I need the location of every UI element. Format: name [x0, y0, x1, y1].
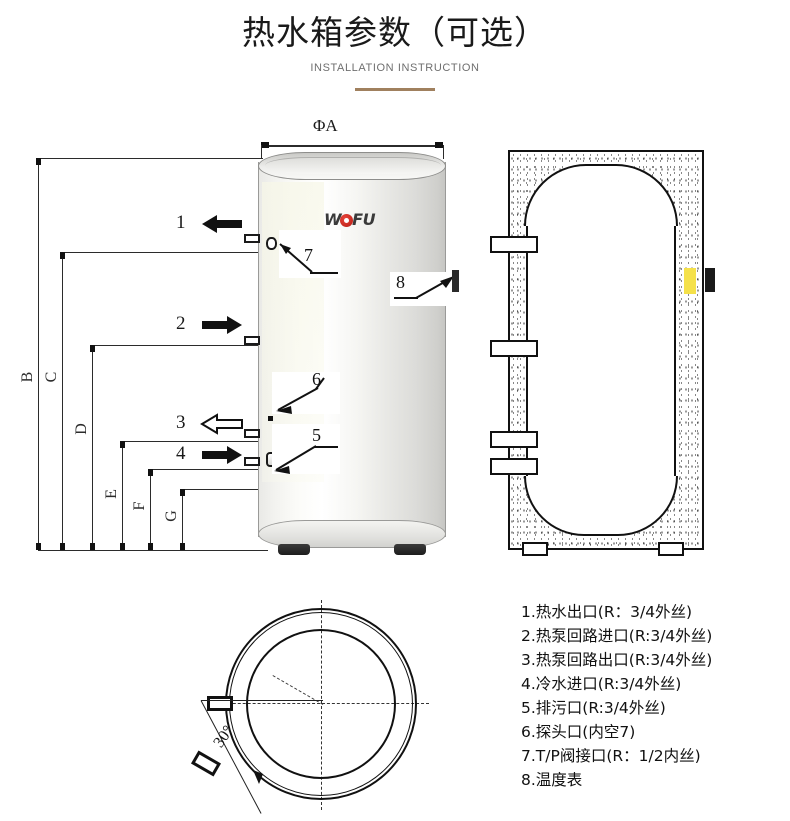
wofu-brand-logo: W FU	[324, 210, 376, 229]
tank-bottom-cap	[258, 520, 446, 548]
dim-line-f-top	[150, 469, 263, 470]
dim-tick-e-top	[120, 441, 125, 448]
callout-number-8: 8	[396, 272, 405, 292]
port-number-1: 1	[176, 212, 186, 233]
diameter-ext-right	[443, 145, 444, 159]
diameter-ext-left	[261, 145, 262, 159]
cutaway-right-port-stub	[705, 268, 715, 292]
dim-tick-d-bottom	[90, 543, 95, 550]
dim-line-b-top	[38, 158, 263, 159]
dim-line-d-vertical	[92, 345, 93, 550]
legend-item: 4.冷水进口(R:3/4外丝)	[521, 675, 682, 693]
top-view-port-angled	[190, 750, 222, 777]
port-arrow-2-solid-right-icon	[202, 316, 242, 334]
angle-arrowhead-icon	[253, 770, 263, 784]
cutaway-foot-left	[522, 542, 548, 556]
cutaway-port-stub-3	[490, 431, 538, 448]
inner-tank-cavity	[526, 222, 676, 480]
dim-line-e-top	[122, 441, 263, 442]
callout-number-7: 7	[304, 245, 313, 265]
dim-line-g-top	[182, 489, 263, 490]
dim-tick-b-top	[36, 158, 41, 165]
dim-tick-d-top	[90, 345, 95, 352]
dim-tick-c-top	[60, 252, 65, 259]
water-tank-cutaway-view	[490, 150, 715, 562]
water-tank-front-view: W FU	[258, 152, 446, 555]
port-nipple-3	[244, 429, 260, 438]
dim-label-b: B	[19, 371, 36, 383]
dim-tick-b-bottom	[36, 543, 41, 550]
diameter-label: ΦA	[313, 116, 338, 135]
top-view-port-west	[207, 696, 233, 711]
thermometer-gauge-icon	[452, 270, 459, 292]
port-arrow-3-hollow-left-icon	[200, 413, 243, 435]
callout-8-mask	[390, 272, 458, 306]
legend-item: 6.探头口(内空7)	[521, 723, 636, 741]
logo-o-icon	[340, 214, 354, 227]
port-number-4: 4	[176, 443, 186, 464]
port-number-2: 2	[176, 313, 186, 334]
dim-line-g-vertical	[182, 489, 183, 550]
tank-top-cap	[258, 152, 446, 180]
dim-line-c-vertical	[62, 252, 63, 550]
dim-line-b-vertical	[38, 158, 39, 550]
tank-inner-circle	[246, 629, 396, 779]
dim-tick-e-bottom	[120, 543, 125, 550]
dim-label-e: E	[103, 489, 120, 499]
diameter-dim-line	[261, 145, 443, 147]
angle-ref-line-horizontal	[201, 700, 323, 701]
dim-label-d: D	[73, 423, 90, 435]
tank-foot-left	[278, 544, 310, 555]
legend-item: 8.温度表	[521, 771, 583, 789]
tank-foot-right	[394, 544, 426, 555]
cutaway-foot-right	[658, 542, 684, 556]
port-arrow-1-solid-left-icon	[202, 215, 242, 233]
cutaway-port-stub-1	[490, 236, 538, 253]
diameter-tick-right	[435, 142, 443, 148]
dim-tick-g-bottom	[180, 543, 185, 550]
callout-6-leader-icon	[276, 377, 325, 414]
cutaway-port-stub-2	[490, 340, 538, 357]
port-nipple-4	[244, 457, 260, 466]
callout-8-leader-icon	[394, 276, 454, 299]
tank-top-view: 30°	[190, 600, 429, 815]
tank-top-cap-inner	[265, 157, 441, 174]
diameter-tick-left	[261, 142, 269, 148]
port-arrow-4-solid-right-icon	[202, 446, 242, 464]
callout-number-5: 5	[312, 425, 321, 445]
logo-text-mid: FU	[352, 210, 376, 229]
callout-number-6: 6	[312, 369, 321, 389]
dim-tick-g-top	[180, 489, 185, 496]
port-nipple-2	[244, 336, 260, 345]
logo-text-pre: W	[324, 210, 342, 229]
dim-tick-c-bottom	[60, 543, 65, 550]
legend-item: 3.热泵回路出口(R:3/4外丝)	[521, 651, 713, 669]
page-subtitle: INSTALLATION INSTRUCTION	[310, 62, 480, 74]
page-title: 热水箱参数（可选）	[242, 13, 548, 52]
dim-label-g: G	[163, 510, 180, 522]
dim-line-c-top	[62, 252, 263, 253]
cutaway-port-stub-4	[490, 458, 538, 475]
dim-baseline	[38, 550, 268, 551]
callout-7-leader-icon	[279, 243, 338, 274]
dim-label-f: F	[131, 501, 148, 511]
dim-line-d-top	[92, 345, 263, 346]
legend-item: 1.热水出口(R：3/4外丝)	[521, 603, 693, 621]
port-fitting-7-tp-valve	[266, 237, 277, 250]
dim-line-f-vertical	[150, 469, 151, 550]
cutaway-thermometer-marker	[684, 268, 696, 294]
title-underline-rule	[355, 88, 435, 91]
port-number-3: 3	[176, 412, 186, 433]
port-fitting-6-probe	[268, 416, 273, 421]
dim-tick-f-top	[148, 469, 153, 476]
dim-line-e-vertical	[122, 441, 123, 550]
legend-item: 5.排污口(R:3/4外丝)	[521, 699, 666, 717]
port-legend-list: 1.热水出口(R：3/4外丝) 2.热泵回路进口(R:3/4外丝) 3.热泵回路…	[521, 600, 789, 792]
port-nipple-1	[244, 234, 260, 243]
legend-item: 7.T/P阀接口(R：1/2内丝)	[521, 747, 701, 765]
dim-label-c: C	[43, 371, 60, 383]
legend-item: 2.热泵回路进口(R:3/4外丝)	[521, 627, 713, 645]
callout-5-leader-icon	[274, 445, 338, 474]
dim-tick-f-bottom	[148, 543, 153, 550]
